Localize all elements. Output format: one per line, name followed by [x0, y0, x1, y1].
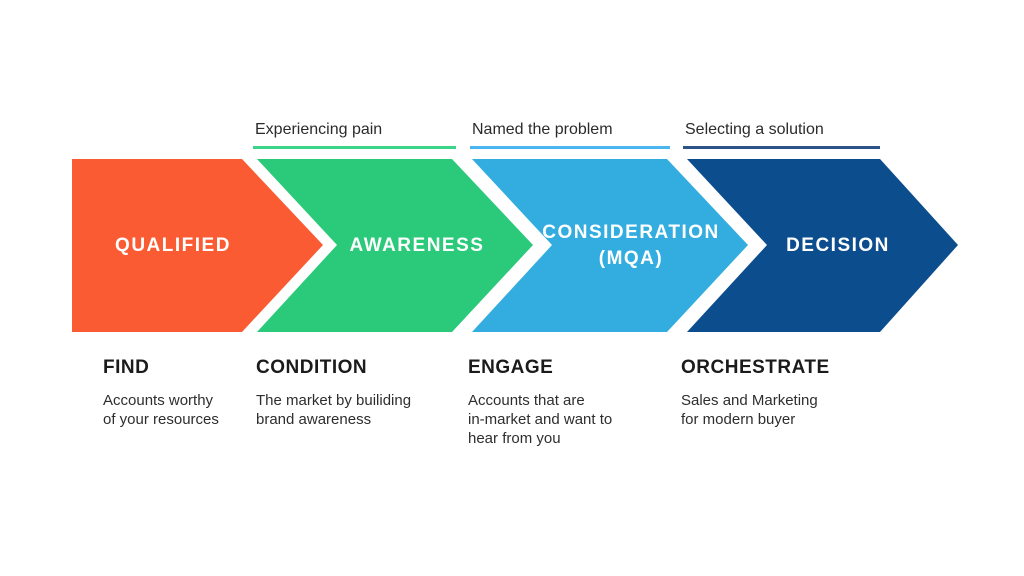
column-find: FIND Accounts worthy of your resources: [103, 357, 258, 429]
stage-name-awareness: AWARENESS: [307, 159, 527, 332]
chevron-decision: [687, 159, 958, 332]
stage-title-wrap: CONSIDERATION (MQA): [542, 220, 719, 271]
qualifier-label-awareness: Experiencing pain: [253, 120, 456, 149]
column-heading: FIND: [103, 357, 150, 378]
column-condition: CONDITION The market by builiding brand …: [256, 357, 446, 429]
chevron-qualified: [72, 159, 323, 332]
column-orchestrate: ORCHESTRATE Sales and Marketing for mode…: [681, 357, 856, 429]
column-heading: CONDITION: [256, 357, 368, 378]
stage-name-qualified: QUALIFIED: [63, 159, 283, 332]
column-description: Accounts that are in-market and want to …: [468, 392, 613, 447]
chevron-consideration: [472, 159, 748, 332]
stage-title: DECISION: [786, 234, 890, 256]
qualifier-text: Selecting a solution: [685, 121, 824, 138]
stage-title: AWARENESS: [349, 234, 485, 256]
stage-name-consideration: CONSIDERATION (MQA): [521, 159, 741, 332]
column-description: Sales and Marketing for modern buyer: [681, 392, 818, 428]
qualifier-label-consideration: Named the problem: [470, 120, 670, 149]
stage-name-decision: DECISION: [728, 159, 948, 332]
column-engage: ENGAGE Accounts that are in-market and w…: [468, 357, 648, 448]
qualifier-label-decision: Selecting a solution: [683, 120, 880, 149]
column-description: Accounts worthy of your resources: [103, 392, 219, 428]
qualifier-text: Experiencing pain: [255, 121, 383, 138]
stage-title: QUALIFIED: [115, 234, 231, 256]
stage-title-wrap: QUALIFIED: [115, 233, 231, 259]
stage-title: CONSIDERATION: [542, 221, 720, 243]
qualifier-text: Named the problem: [472, 121, 613, 138]
stage-title-wrap: DECISION: [786, 233, 890, 259]
column-description: The market by builiding brand awareness: [256, 392, 412, 428]
column-heading: ENGAGE: [468, 357, 554, 378]
stage-title-wrap: AWARENESS: [350, 233, 485, 259]
column-heading: ORCHESTRATE: [681, 357, 830, 378]
stage-subtitle: (MQA): [598, 247, 664, 269]
chevron-awareness: [257, 159, 533, 332]
